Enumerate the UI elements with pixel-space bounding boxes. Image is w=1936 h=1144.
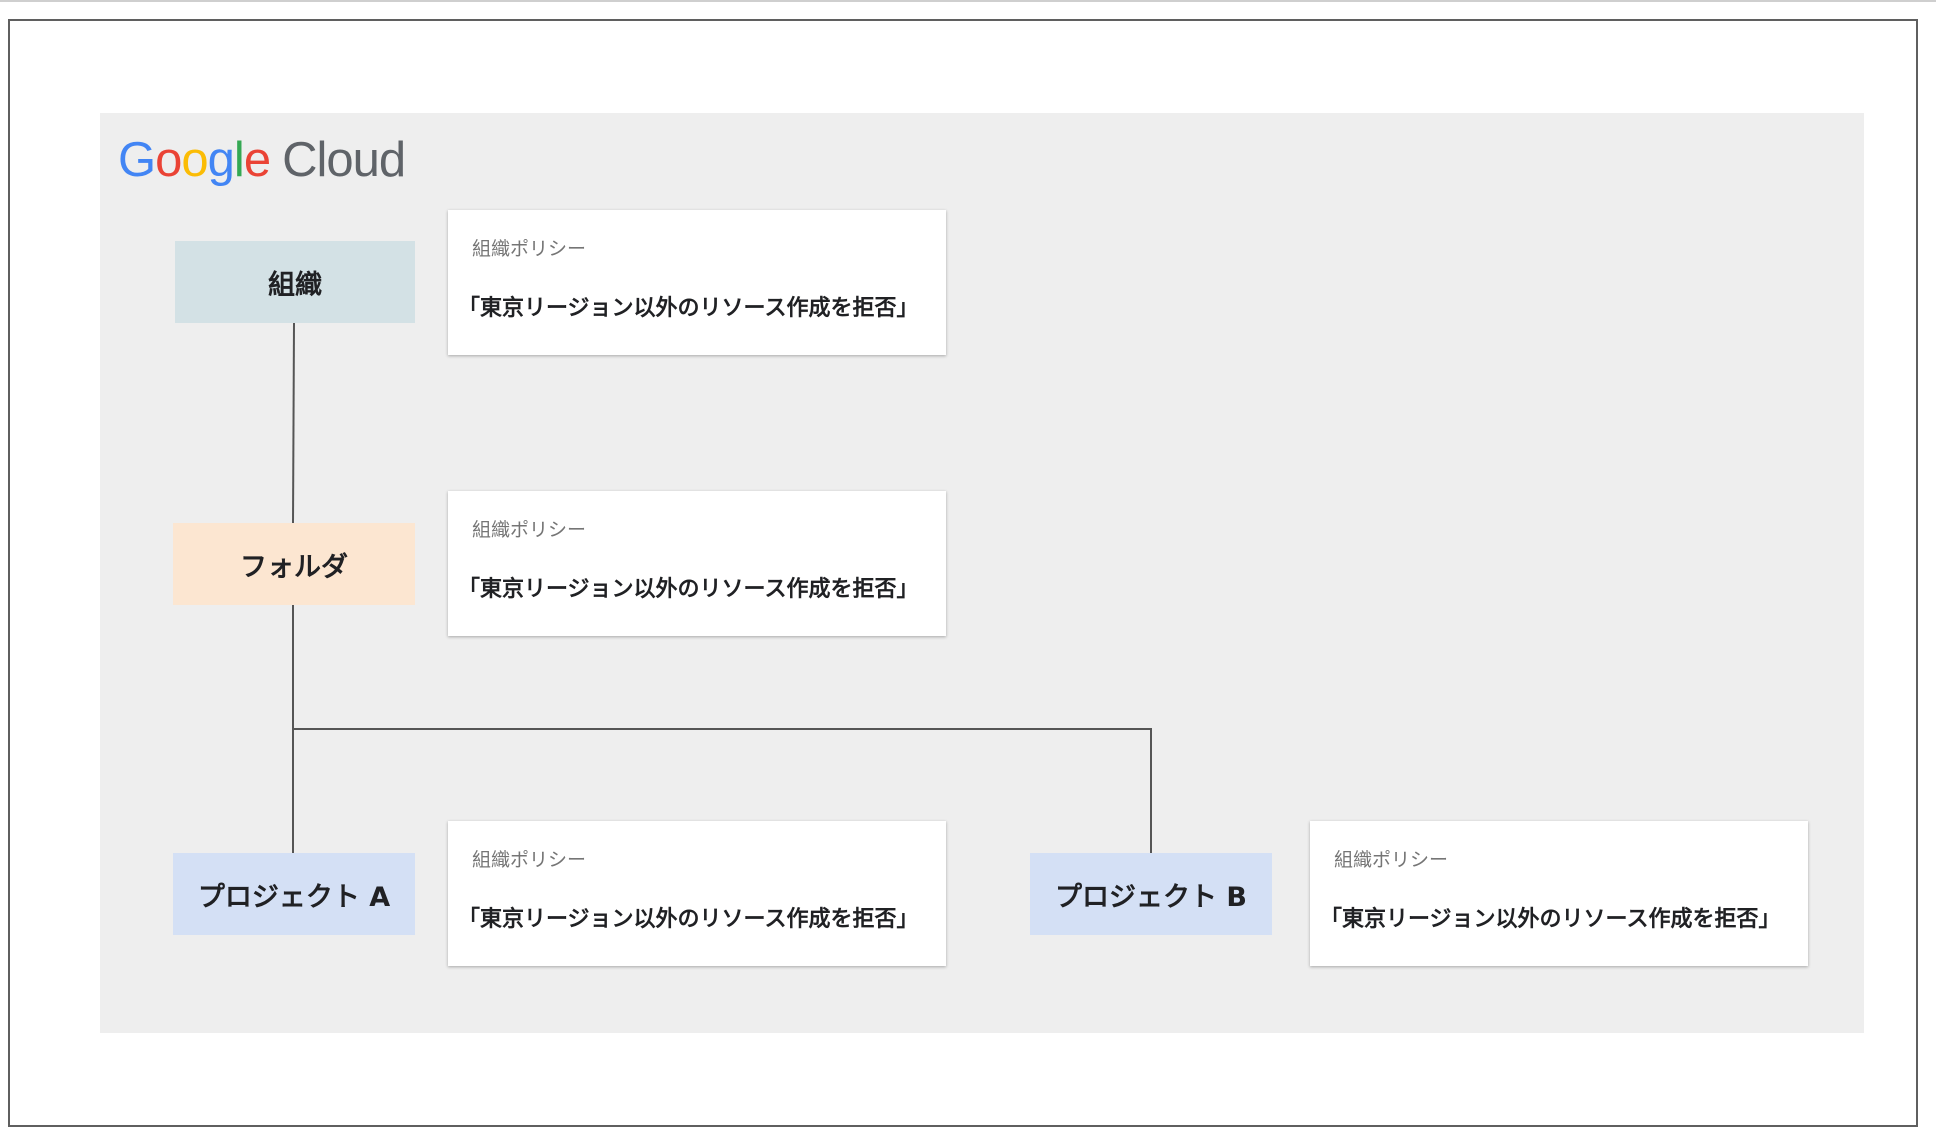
node-organization-label: 組織 xyxy=(268,269,322,301)
node-folder-label: フォルダ xyxy=(240,551,348,583)
logo-cloud-text: Cloud xyxy=(282,133,406,187)
policy-card-rule: 「東京リージョン以外のリソース作成を拒否」 xyxy=(458,577,919,602)
policy-card-title: 組織ポリシー xyxy=(1334,849,1449,871)
policy-card-organization: 組織ポリシー 「東京リージョン以外のリソース作成を拒否」 xyxy=(448,210,946,355)
node-organization: 組織 xyxy=(175,241,415,323)
policy-card-rule: 「東京リージョン以外のリソース作成を拒否」 xyxy=(458,907,919,932)
policy-card-folder: 組織ポリシー 「東京リージョン以外のリソース作成を拒否」 xyxy=(448,491,946,636)
logo-letter-l: l xyxy=(233,133,245,187)
logo-letter-o1: o xyxy=(155,133,182,187)
policy-card-project-b: 組織ポリシー 「東京リージョン以外のリソース作成を拒否」 xyxy=(1310,821,1808,966)
connector-org-folder xyxy=(292,322,295,524)
policy-card-title: 組織ポリシー xyxy=(472,849,587,871)
connector-folder-project-b xyxy=(293,728,1152,853)
policy-card-title: 組織ポリシー xyxy=(472,519,587,541)
logo-letter-g: G xyxy=(118,133,156,187)
logo-letter-o2: o xyxy=(181,133,208,187)
node-project-a: プロジェクト A xyxy=(173,853,415,935)
node-folder: フォルダ xyxy=(173,523,415,605)
logo-letter-e: e xyxy=(243,133,271,187)
policy-card-title: 組織ポリシー xyxy=(472,238,587,260)
node-project-a-label: プロジェクト A xyxy=(197,881,391,913)
node-project-b-label: プロジェクト B xyxy=(1055,881,1247,913)
policy-card-project-a: 組織ポリシー 「東京リージョン以外のリソース作成を拒否」 xyxy=(448,821,946,966)
logo-letter-g2: g xyxy=(207,133,235,187)
top-divider xyxy=(0,0,1936,2)
node-project-b: プロジェクト B xyxy=(1030,853,1272,935)
policy-card-rule: 「東京リージョン以外のリソース作成を拒否」 xyxy=(1320,907,1781,932)
policy-card-rule: 「東京リージョン以外のリソース作成を拒否」 xyxy=(458,296,919,321)
